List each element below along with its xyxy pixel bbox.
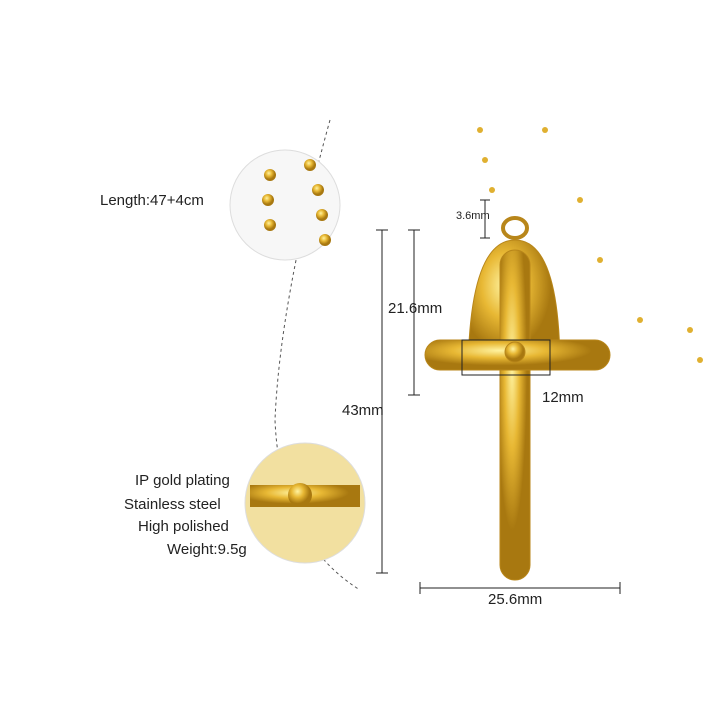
length-label: Length:47+4cm (100, 192, 204, 209)
plating-label: IP gold plating (135, 472, 230, 489)
medal-width-dimension: 12mm (542, 389, 584, 406)
bail-dimension: 3.6mm (456, 210, 490, 222)
dimension-lines (376, 199, 621, 594)
pendant (424, 216, 611, 581)
weight-label: Weight:9.5g (167, 541, 247, 558)
total-height-dimension: 43mm (342, 402, 384, 419)
medal-height-dimension: 21.6mm (388, 300, 443, 317)
material-label: Stainless steel (124, 496, 221, 513)
finish-label: High polished (138, 518, 229, 535)
width-dimension: 25.6mm (488, 591, 543, 608)
chain-closeup (229, 149, 341, 261)
